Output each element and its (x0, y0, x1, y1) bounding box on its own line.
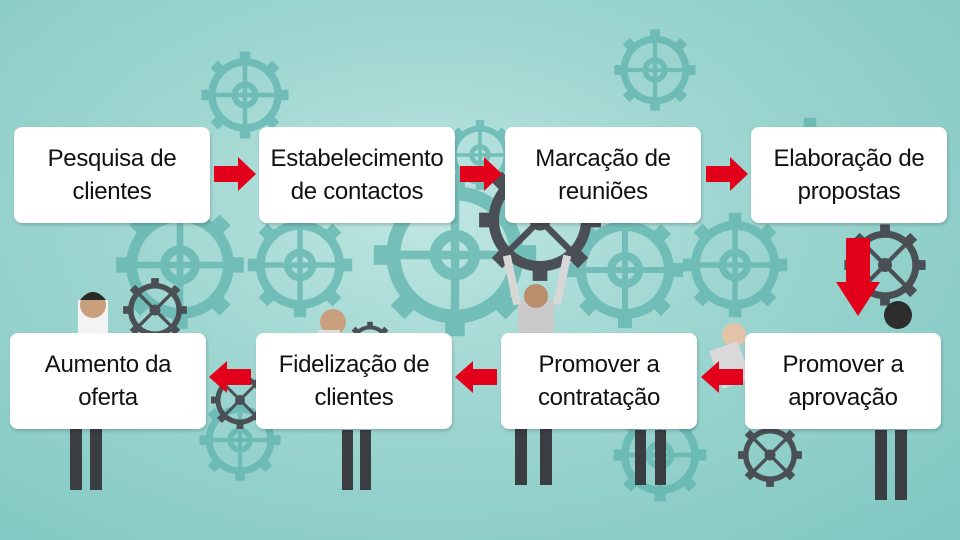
arrow-left-icon (455, 361, 497, 393)
step-marcacao-de-reunioes: Marcação de reuniões (505, 127, 701, 223)
step-label: Promover a aprovação (782, 351, 904, 411)
step-label: Fidelização de clientes (278, 351, 430, 411)
arrow-down-icon (836, 238, 880, 316)
step-label: Promover a contratação (537, 351, 661, 411)
step-aumento-da-oferta: Aumento da oferta (10, 333, 206, 429)
step-label: Elaboração de propostas (773, 145, 925, 205)
step-elaboracao-de-propostas: Elaboração de propostas (751, 127, 947, 223)
arrow-right-icon (214, 157, 256, 191)
step-label: Pesquisa de clientes (47, 145, 177, 205)
arrow-right-icon (706, 157, 748, 191)
arrow-right-icon (460, 157, 502, 191)
arrow-left-icon (209, 361, 251, 393)
step-fidelizacao-de-clientes: Fidelização de clientes (256, 333, 452, 429)
arrow-left-icon (701, 361, 743, 393)
step-label: Aumento da oferta (44, 351, 172, 411)
step-label: Marcação de reuniões (535, 145, 671, 205)
step-label: Estabelecimento de contactos (270, 145, 444, 205)
step-promover-a-aprovacao: Promover a aprovação (745, 333, 941, 429)
step-pesquisa-de-clientes: Pesquisa de clientes (14, 127, 210, 223)
step-promover-a-contratacao: Promover a contratação (501, 333, 697, 429)
step-estabelecimento-de-contactos: Estabelecimento de contactos (259, 127, 455, 223)
